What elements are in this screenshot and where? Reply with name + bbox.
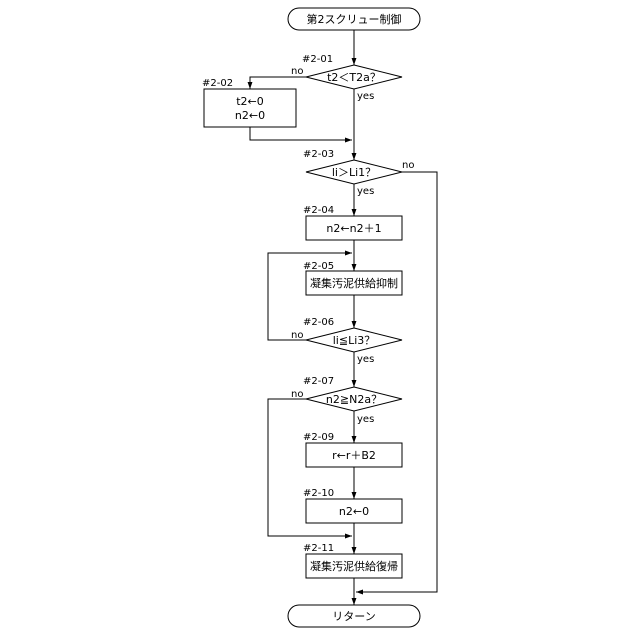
- label-2-06-yes: yes: [357, 354, 374, 365]
- decision-2-01-text: t2＜T2a？: [327, 71, 381, 84]
- label-2-03-no: no: [402, 160, 414, 171]
- step-id-2-02: #2-02: [202, 78, 233, 89]
- label-2-01-yes: yes: [357, 91, 374, 102]
- process-2-11: 凝集汚泥供給復帰: [306, 554, 402, 578]
- process-2-11-text: 凝集汚泥供給復帰: [310, 559, 398, 573]
- process-2-10: n2←0: [306, 499, 402, 523]
- process-2-04-text: n2←n2＋1: [326, 222, 381, 235]
- process-2-05-text: 凝集汚泥供給抑制: [310, 276, 398, 290]
- start-label: 第2スクリュー制御: [307, 12, 402, 26]
- edge-2-02-to-merge: [250, 127, 352, 140]
- end-terminal: リターン: [288, 605, 420, 627]
- process-2-05: 凝集汚泥供給抑制: [306, 271, 402, 295]
- decision-2-03: li＞Li1？: [306, 160, 402, 184]
- label-2-01-no: no: [291, 66, 303, 77]
- decision-2-06: li≦Li3？: [306, 328, 402, 352]
- step-id-2-03: #2-03: [303, 149, 334, 160]
- decision-2-06-text: li≦Li3？: [333, 334, 376, 347]
- decision-2-01: t2＜T2a？: [306, 65, 402, 89]
- process-2-09: r←r＋B2: [306, 443, 402, 467]
- process-2-02: t2←0 n2←0: [204, 89, 296, 127]
- label-2-07-yes: yes: [357, 414, 374, 425]
- step-id-2-05: #2-05: [303, 261, 334, 272]
- process-2-02-line-1: t2←0: [236, 95, 264, 108]
- step-id-2-10: #2-10: [303, 488, 334, 499]
- decision-2-07: n2≧N2a？: [306, 387, 402, 411]
- step-id-2-07: #2-07: [303, 376, 334, 387]
- end-label: リターン: [332, 610, 375, 623]
- label-2-03-yes: yes: [357, 186, 374, 197]
- decision-2-07-text: n2≧N2a？: [326, 393, 382, 406]
- process-2-04: n2←n2＋1: [306, 216, 402, 240]
- label-2-06-no: no: [291, 330, 303, 341]
- process-2-09-text: r←r＋B2: [332, 449, 376, 462]
- start-terminal: 第2スクリュー制御: [288, 8, 420, 30]
- label-2-07-no: no: [291, 389, 303, 400]
- step-id-2-06: #2-06: [303, 317, 334, 328]
- step-id-2-11: #2-11: [303, 543, 334, 554]
- process-2-02-line-2: n2←0: [235, 109, 265, 122]
- step-id-2-01: #2-01: [302, 54, 333, 65]
- step-id-2-04: #2-04: [303, 205, 334, 216]
- step-id-2-09: #2-09: [303, 432, 334, 443]
- decision-2-03-text: li＞Li1？: [332, 166, 376, 179]
- process-2-10-text: n2←0: [339, 505, 369, 518]
- edge-2-01-no-to-2-02: [250, 77, 306, 89]
